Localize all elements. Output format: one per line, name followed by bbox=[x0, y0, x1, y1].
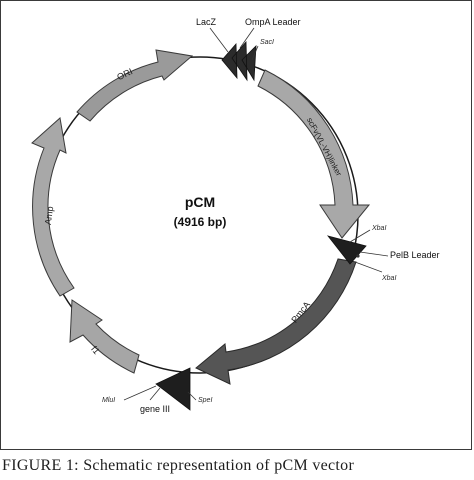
spei-site-label: SpeI bbox=[198, 397, 212, 404]
mlui-site-label: MluI bbox=[102, 397, 115, 404]
gene3-label: gene III bbox=[140, 404, 170, 414]
figure-frame bbox=[0, 0, 472, 450]
plasmid-map: ORI scFv(VL-VH)linker PmcA f1 Amp pCM (4… bbox=[31, 17, 440, 414]
callout-lines bbox=[123, 27, 389, 401]
lacz-label: LacZ bbox=[196, 17, 217, 27]
xbai-bottom-site-label: XbaI bbox=[381, 275, 396, 282]
xbai-top-site-label: XbaI bbox=[371, 225, 386, 232]
ompa-label: OmpA Leader bbox=[245, 17, 301, 27]
pelb-triangle bbox=[326, 235, 367, 265]
pelb-marker-dot bbox=[356, 254, 360, 258]
ori-arrow bbox=[76, 49, 194, 122]
amp-arrow bbox=[31, 117, 75, 297]
amp-label: Amp bbox=[43, 206, 55, 226]
figure-caption: FIGURE 1: Schematic representation of pC… bbox=[2, 457, 355, 474]
plasmid-size: (4916 bp) bbox=[174, 215, 227, 229]
pelb-label: PelB Leader bbox=[390, 250, 440, 260]
pmca-arrow bbox=[195, 258, 357, 385]
plasmid-name: pCM bbox=[185, 194, 215, 210]
scfv-arrow bbox=[257, 69, 371, 239]
lacz-ompa-cassette bbox=[221, 40, 257, 82]
gene3-triangle bbox=[155, 367, 191, 411]
saci-site-label: SacI bbox=[260, 39, 274, 46]
f1-arrow bbox=[69, 299, 140, 374]
